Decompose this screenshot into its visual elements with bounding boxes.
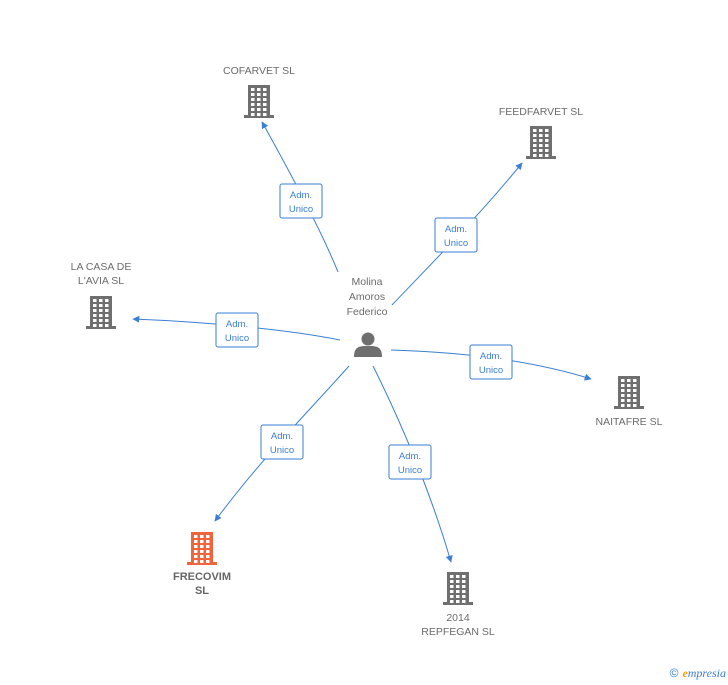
- person-icon: [354, 332, 382, 357]
- role-label-text: Unico: [444, 238, 468, 249]
- role-label: Adm. Unico: [469, 344, 513, 380]
- company-name-line: NAITAFRE SL: [596, 416, 663, 428]
- company-name-line: 2014: [446, 612, 470, 624]
- company-name-line: REPFEGAN SL: [421, 626, 495, 638]
- role-label-text: Adm.: [226, 319, 248, 330]
- role-label-text: Unico: [398, 465, 422, 476]
- company-name-line: FRECOVIM: [173, 571, 231, 583]
- role-label: Adm. Unico: [215, 312, 259, 348]
- empresia-watermark: ©empresia: [670, 666, 726, 681]
- building-icon: [443, 572, 473, 605]
- person-name-line: Amoros: [349, 291, 385, 303]
- company-node-la-casa-de-l-avia[interactable]: LA CASA DE L'AVIA SL: [71, 261, 132, 329]
- role-label-text: Adm.: [480, 351, 502, 362]
- copyright-symbol: ©: [669, 666, 679, 680]
- building-icon: [614, 376, 644, 409]
- role-label-text: Unico: [479, 365, 503, 376]
- person-name-line: Federico: [347, 306, 388, 318]
- person-name-line: Molina: [352, 276, 383, 288]
- role-label-text: Adm.: [445, 224, 467, 235]
- company-node-cofarvet[interactable]: COFARVET SL: [223, 65, 295, 118]
- building-icon: [244, 85, 274, 118]
- brand-logo-e: e: [682, 666, 688, 680]
- company-node-frecovim[interactable]: FRECOVIM SL: [173, 532, 231, 597]
- company-name-line: SL: [195, 585, 209, 597]
- role-label-text: Unico: [225, 333, 249, 344]
- role-label-text: Adm.: [271, 431, 293, 442]
- building-icon: [526, 126, 556, 159]
- role-label: Adm. Unico: [388, 444, 432, 480]
- company-node-naitafre[interactable]: NAITAFRE SL: [596, 376, 663, 428]
- company-node-feedfarvet[interactable]: FEEDFARVET SL: [499, 106, 583, 159]
- role-label-text: Adm.: [290, 190, 312, 201]
- role-label-text: Adm.: [399, 451, 421, 462]
- company-name-line: FEEDFARVET SL: [499, 106, 583, 118]
- company-name-line: COFARVET SL: [223, 65, 295, 77]
- role-label-text: Unico: [289, 204, 313, 215]
- brand-logo-text: mpresia: [687, 666, 726, 680]
- building-icon: [187, 532, 217, 565]
- company-name-line: LA CASA DE: [71, 261, 132, 273]
- role-label: Adm. Unico: [279, 183, 323, 219]
- role-label: Adm. Unico: [434, 217, 478, 253]
- role-label: Adm. Unico: [260, 424, 304, 460]
- company-name-line: L'AVIA SL: [78, 275, 124, 287]
- role-label-text: Unico: [270, 445, 294, 456]
- building-icon: [86, 296, 116, 329]
